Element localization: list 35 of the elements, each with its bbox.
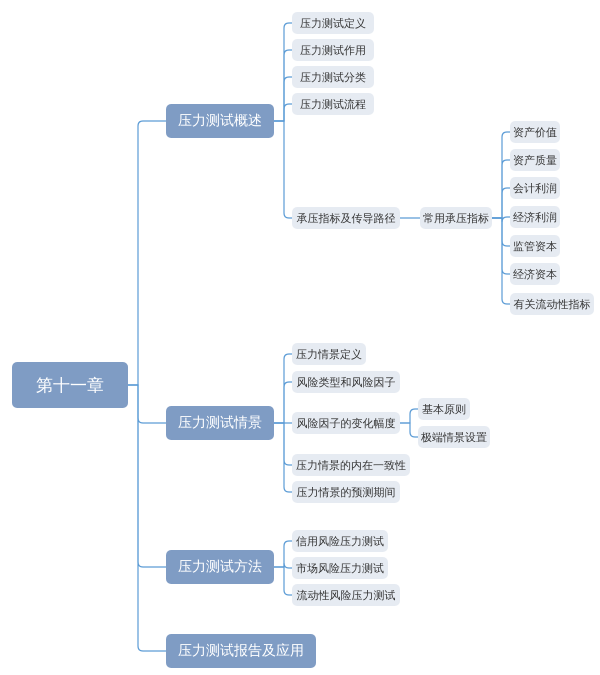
subtopic: 压力测试作用 — [292, 39, 374, 61]
subtopic: 压力情景的预测期间 — [292, 481, 400, 503]
connector-line — [400, 422, 418, 438]
subtopic: 承压指标及传导路径 — [292, 207, 400, 229]
subtopic: 资产价值 — [510, 121, 560, 143]
connector-line — [274, 566, 292, 596]
subtopic: 压力测试流程 — [292, 93, 374, 115]
main-topic: 压力测试报告及应用 — [166, 634, 316, 668]
connector-line — [274, 422, 292, 493]
subtopic: 经济资本 — [510, 263, 560, 285]
main-topic: 压力测试方法 — [166, 550, 274, 584]
subtopic: 监管资本 — [510, 235, 560, 257]
subtopic: 压力情景定义 — [292, 343, 366, 365]
subtopic: 会计利润 — [510, 177, 560, 199]
subtopic: 常用承压指标 — [420, 207, 492, 229]
connector-line — [274, 120, 292, 219]
subtopic: 极端情景设置 — [418, 426, 490, 448]
subtopic: 流动性风险压力测试 — [292, 584, 400, 606]
subtopic: 信用风险压力测试 — [292, 530, 388, 552]
subtopic: 压力测试定义 — [292, 12, 374, 34]
subtopic: 基本原则 — [418, 398, 470, 420]
main-topic: 压力测试概述 — [166, 104, 274, 138]
subtopic: 有关流动性指标 — [510, 293, 594, 315]
subtopic: 风险因子的变化幅度 — [292, 412, 400, 434]
subtopic: 资产质量 — [510, 149, 560, 171]
root-topic: 第十一章 — [12, 362, 128, 408]
subtopic: 经济利润 — [510, 206, 560, 228]
subtopic: 风险类型和风险因子 — [292, 371, 400, 393]
connector-line — [400, 217, 420, 219]
subtopic: 压力情景的内在一致性 — [292, 454, 410, 476]
connector-line — [492, 217, 510, 305]
subtopic: 压力测试分类 — [292, 66, 374, 88]
connector-line — [128, 384, 166, 652]
main-topic: 压力测试情景 — [166, 406, 274, 440]
subtopic: 市场风险压力测试 — [292, 557, 388, 579]
